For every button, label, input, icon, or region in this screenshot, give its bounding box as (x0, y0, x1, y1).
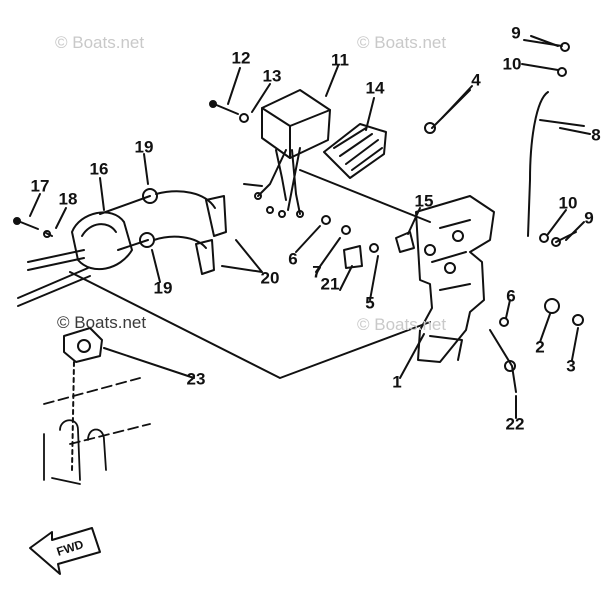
watermark-text: © Boats.net (357, 315, 447, 334)
nut-3 (572, 314, 584, 326)
callout-9[interactable]: 9 (584, 208, 594, 228)
rectifier-14 (323, 123, 387, 179)
ignition-coil-16 (17, 188, 227, 307)
callout-12[interactable]: 12 (231, 48, 251, 68)
callout-17[interactable]: 17 (30, 176, 50, 196)
callout-11[interactable]: 11 (331, 50, 349, 70)
watermark-text: © Boats.net (55, 33, 145, 52)
washer-6 (499, 317, 509, 327)
lead-wire-8 (527, 91, 549, 237)
collar-2 (544, 298, 560, 314)
reference-line (299, 169, 431, 223)
callout-18[interactable]: 18 (58, 189, 78, 209)
lower-casing-outline (43, 377, 151, 485)
callout-23[interactable]: 23 (186, 369, 206, 389)
mounting-bracket-1 (415, 195, 495, 363)
callout-10[interactable]: 10 (558, 193, 578, 213)
watermark-text: © Boats.net (357, 33, 447, 52)
callout-5[interactable]: 5 (365, 293, 375, 313)
callout-4[interactable]: 4 (471, 70, 481, 90)
callout-21[interactable]: 21 (320, 274, 340, 294)
callout-1[interactable]: 1 (392, 372, 402, 392)
callout-19[interactable]: 19 (153, 278, 173, 298)
part-21 (343, 245, 363, 269)
fwd-arrow-badge (29, 527, 101, 575)
callout-9[interactable]: 9 (511, 23, 521, 43)
callout-2[interactable]: 2 (535, 337, 545, 357)
bolt-12 (213, 103, 239, 115)
callout-6[interactable]: 6 (506, 286, 516, 306)
callout-19[interactable]: 19 (134, 137, 154, 157)
cdi-unit-11 (243, 89, 331, 218)
callout-20[interactable]: 20 (260, 268, 280, 288)
washer-13 (239, 113, 249, 123)
washer-10 (539, 233, 549, 243)
callout-7[interactable]: 7 (312, 262, 322, 282)
callout-10[interactable]: 10 (502, 54, 522, 74)
callout-14[interactable]: 14 (365, 78, 385, 98)
callout-22[interactable]: 22 (505, 414, 525, 434)
callout-8[interactable]: 8 (591, 125, 601, 145)
clamp-23 (63, 327, 103, 363)
callout-13[interactable]: 13 (262, 66, 282, 86)
bolt-22 (489, 329, 517, 393)
watermark-text: © Boats.net (57, 313, 147, 332)
reference-line (69, 271, 431, 379)
callout-3[interactable]: 3 (566, 356, 576, 376)
part-15 (395, 231, 415, 253)
bolt-17 (17, 220, 39, 230)
washer-10 (557, 67, 567, 77)
callout-16[interactable]: 16 (89, 159, 109, 179)
callout-15[interactable]: 15 (414, 191, 434, 211)
callout-6[interactable]: 6 (288, 249, 298, 269)
